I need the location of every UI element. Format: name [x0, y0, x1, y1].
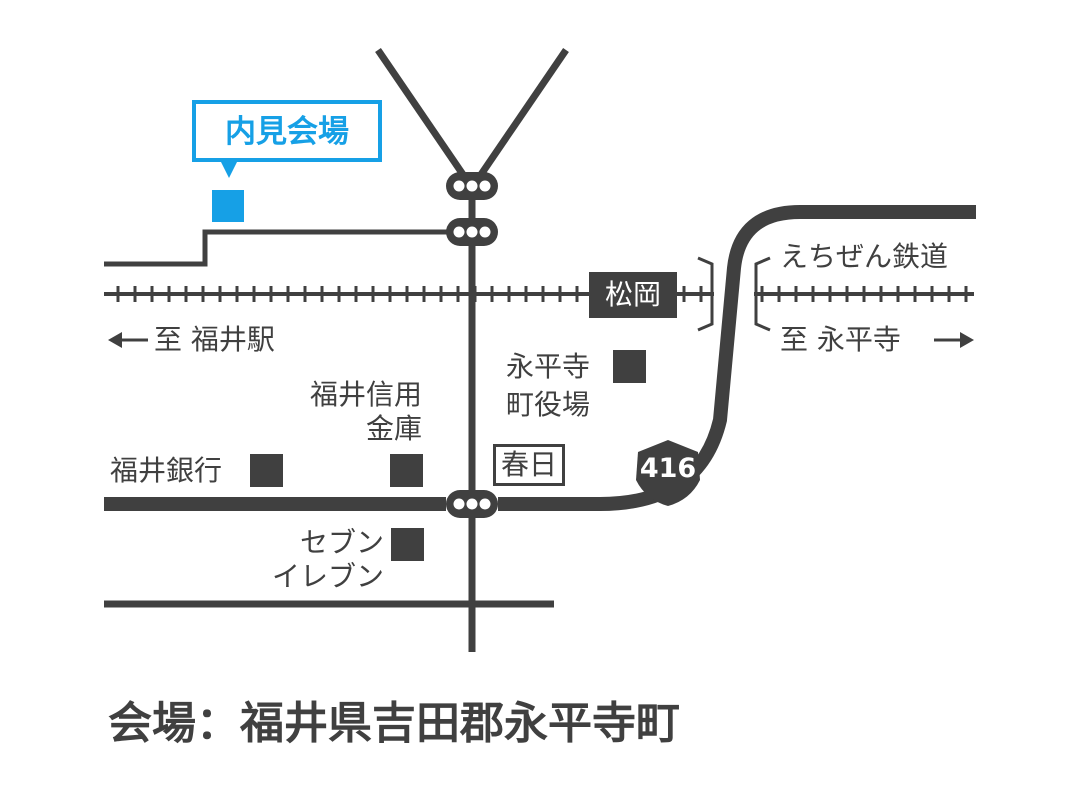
- traffic-signal: [446, 490, 498, 518]
- railway-line: [104, 286, 974, 302]
- credit-union-marker: [390, 454, 423, 487]
- route-416-road: [498, 205, 976, 511]
- arrow-left-icon: [108, 332, 148, 348]
- rail-break-marks: [697, 256, 771, 332]
- direction-west-label: 至 福井駅: [154, 323, 275, 356]
- arrow-right-icon: [934, 332, 974, 348]
- convenience-store-marker: [391, 528, 424, 561]
- bank-marker: [250, 454, 283, 487]
- town-office-marker: [613, 350, 646, 383]
- traffic-signal: [446, 172, 498, 200]
- town-office-label-1: 永平寺: [506, 350, 591, 383]
- bank-label: 福井銀行: [110, 454, 223, 487]
- town-office-label-2: 町役場: [506, 388, 591, 421]
- traffic-signal: [446, 218, 498, 246]
- direction-east-label: 至 永平寺: [780, 323, 901, 356]
- venue-address: 会場：福井県吉田郡永平寺町: [108, 698, 680, 749]
- venue-callout-label: 内見会場: [225, 114, 349, 150]
- venue-marker: [212, 190, 244, 222]
- diagonal-roads: [375, 48, 569, 178]
- credit-union-label-1: 福井信用: [309, 378, 422, 411]
- railway-name-label: えちぜん鉄道: [780, 240, 949, 273]
- convenience-store-label-2: イレブン: [271, 560, 384, 593]
- route-shield-icon: [636, 440, 700, 506]
- intersection-label: 春日: [493, 444, 565, 486]
- venue-road: [104, 229, 472, 267]
- route-number-label: 416: [639, 453, 697, 484]
- convenience-store-label-1: セブン: [299, 526, 384, 559]
- venue-callout: 内見会場: [192, 100, 382, 162]
- credit-union-label-2: 金庫: [365, 412, 422, 445]
- callout-pointer: [220, 160, 238, 178]
- station-label: 松岡: [589, 272, 677, 318]
